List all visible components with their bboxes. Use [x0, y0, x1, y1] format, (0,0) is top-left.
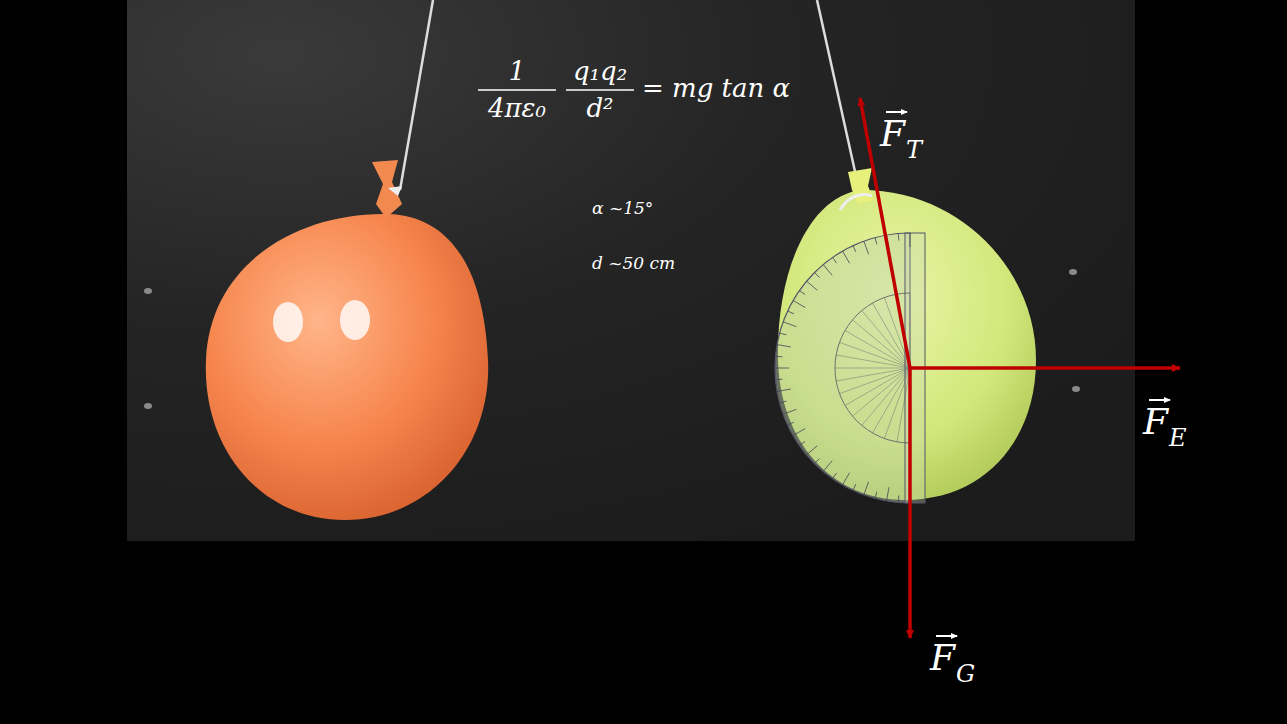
protractor-ray	[845, 368, 910, 406]
protractor-ray	[897, 368, 910, 442]
protractor-tick	[777, 389, 791, 391]
protractor-tick	[823, 461, 832, 472]
formula-numerator: q₁q₂	[573, 57, 627, 86]
force-symbol: F	[930, 638, 955, 678]
formula-denominator: 4πε₀	[488, 94, 546, 123]
protractor-tick	[793, 429, 805, 436]
protractor-tick	[853, 484, 856, 490]
protractor	[775, 233, 925, 503]
protractor-tick	[823, 265, 832, 276]
protractor-tick	[788, 311, 794, 314]
protractor-ray	[835, 368, 910, 369]
protractor-tick	[864, 482, 869, 495]
orange-balloon	[206, 160, 488, 520]
vector-arrow	[1149, 399, 1170, 401]
fraction-bar	[566, 89, 634, 91]
protractor-tick	[776, 356, 783, 358]
protractor-tick	[833, 473, 837, 479]
force-symbol: F	[880, 114, 905, 154]
protractor-ray	[840, 342, 910, 368]
vector-arrow	[936, 635, 957, 637]
protractor-tick	[777, 345, 791, 347]
force-subscript: G	[956, 661, 975, 687]
protractor-tick	[815, 459, 820, 464]
protractor-tick	[780, 401, 787, 403]
force-symbol: F	[1143, 402, 1168, 442]
angle-value: α ~15°	[592, 199, 653, 218]
protractor-tick	[775, 368, 789, 369]
protractor-ray	[884, 368, 910, 438]
fraction-bar	[478, 89, 556, 91]
protractor-tick	[776, 379, 783, 381]
formula-rhs: = mg tan α	[642, 74, 790, 103]
protractor-tick	[793, 301, 805, 308]
tension-arrow	[860, 98, 910, 368]
protractor-tick	[898, 234, 900, 241]
formula-numerator: 1	[509, 57, 526, 86]
protractor-tick	[875, 238, 877, 245]
protractor-tick	[799, 291, 805, 295]
protractor-tick	[807, 446, 818, 455]
vector-arrow	[886, 111, 907, 113]
protractor-tick	[843, 473, 850, 485]
protractor-tick	[783, 409, 796, 414]
protractor-tick	[783, 322, 796, 327]
force-subscript: E	[1169, 425, 1187, 451]
protractor-tick	[815, 273, 820, 278]
protractor-tick	[807, 281, 818, 290]
force-subscript: T	[906, 137, 922, 163]
distance-value: d ~50 cm	[592, 254, 675, 273]
gravity-arrow	[908, 368, 912, 638]
string	[400, 0, 433, 190]
protractor-tick	[887, 487, 889, 501]
protractor-tick	[833, 257, 837, 263]
protractor-ray	[862, 368, 910, 425]
protractor-tick	[875, 492, 877, 499]
string	[817, 0, 858, 185]
protractor-ray	[836, 355, 910, 368]
protractor-tick	[910, 233, 911, 247]
electric-force-arrow	[910, 366, 1180, 370]
protractor-tick	[780, 333, 787, 335]
protractor-tick	[843, 251, 850, 263]
protractor-tick	[898, 496, 900, 503]
protractor-tick	[799, 441, 805, 445]
protractor-tick	[788, 422, 794, 425]
photo-background	[127, 0, 1135, 541]
formula-denominator: d²	[586, 94, 613, 123]
protractor-tick	[864, 241, 869, 254]
protractor-tick	[853, 246, 856, 252]
